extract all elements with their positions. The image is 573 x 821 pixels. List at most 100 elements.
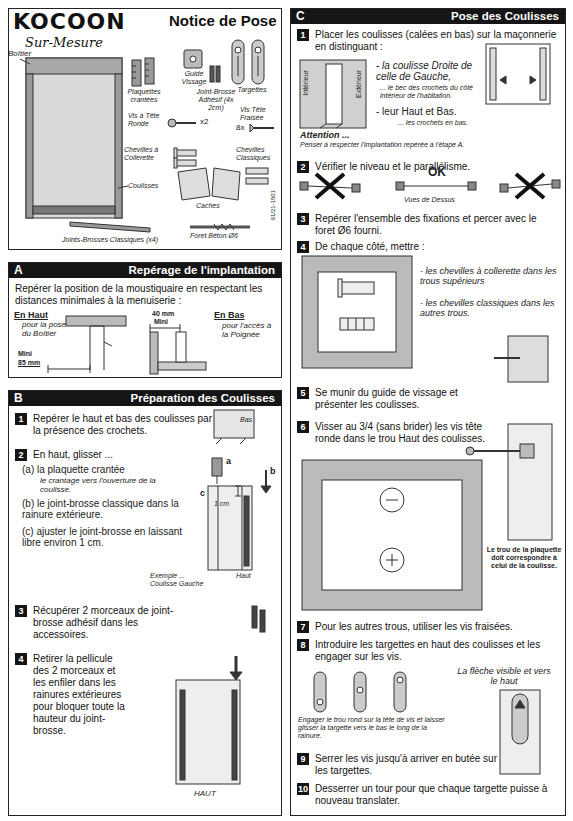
brand-name: KOCOON bbox=[13, 9, 126, 34]
step-number: 4 bbox=[15, 653, 27, 665]
step-number: 4 bbox=[297, 241, 309, 253]
section-header-band: B Préparation des Coulisses bbox=[9, 391, 281, 406]
annotation-label: - les chevilles à collerette dans les tr… bbox=[420, 266, 560, 286]
step-number: 3 bbox=[297, 213, 309, 225]
annotation-label: Mini bbox=[154, 318, 178, 326]
annotation-label: Targettes bbox=[232, 86, 272, 94]
section-letter: B bbox=[14, 391, 23, 406]
step-text: Introduire les targettes en haut des cou… bbox=[315, 639, 540, 662]
step-item: 1 Placer les coulisses (calées en bas) su… bbox=[297, 29, 559, 53]
step-text: Desserrer un tour pour que chaque target… bbox=[315, 783, 547, 806]
document-title: Notice de Pose bbox=[169, 12, 277, 29]
step-item: 2En haut, glisser ... bbox=[15, 449, 195, 461]
annotation-label: pour l'accès à la Poignée bbox=[222, 322, 274, 340]
section-header-band: C Pose des Coulisses bbox=[291, 9, 565, 24]
step-number: 1 bbox=[297, 29, 309, 41]
section-letter: C bbox=[296, 9, 305, 24]
vertical-label: Intérieur bbox=[302, 70, 310, 96]
step-number: 6 bbox=[297, 421, 309, 433]
section-header-band: A Repérage de l'implantation bbox=[9, 263, 281, 278]
step-text: De chaque côté, mettre : bbox=[315, 241, 425, 252]
step-item: 10Desserrer un tour pour que chaque targ… bbox=[297, 783, 559, 807]
section-title: Pose des Coulisses bbox=[451, 9, 559, 24]
annotation-label: Engager le trou rond sur la tête de vis … bbox=[298, 716, 448, 739]
annotation-label: La flèche visible et vers le haut bbox=[456, 666, 552, 686]
annotation-label: Vis à Tête Ronde bbox=[128, 112, 166, 128]
annotation-label: Caches bbox=[196, 202, 226, 210]
step-item: 5 Se munir du guide de vissage et présent… bbox=[297, 387, 467, 411]
annotation-label: Joint-Brosse Adhésif (4x 2cm) bbox=[196, 88, 236, 111]
step-text: Serrer les vis jusqu'à arriver en butée … bbox=[315, 753, 497, 776]
annotation-label: Joints-Brosses Classiques (x4) bbox=[62, 236, 172, 244]
annotation-label: 85 mm bbox=[18, 359, 48, 367]
step-number: 8 bbox=[297, 639, 309, 651]
annotation-label: a bbox=[226, 456, 236, 466]
annotation-label: x2 bbox=[200, 118, 214, 127]
annotation-label: 8x bbox=[236, 124, 250, 133]
step-item: 4 De chaque côté, mettre : bbox=[297, 241, 559, 253]
step-number: 2 bbox=[15, 449, 27, 461]
step-text: Récupérer 2 morceaux de joint-brosse adh… bbox=[33, 605, 173, 640]
section-title: Préparation des Coulisses bbox=[131, 391, 275, 406]
annotation-label: Plaquettes crantées bbox=[122, 88, 166, 104]
annotation-label: - leur Haut et Bas. bbox=[376, 106, 480, 117]
section-intro: Repérer la position de la moustiquaire e… bbox=[15, 283, 275, 307]
annotation-label: - les chevilles classiques dans les autr… bbox=[420, 298, 560, 318]
section-letter: A bbox=[14, 263, 23, 278]
annotation-label: c bbox=[200, 488, 210, 498]
vertical-label: 91/21-1501 bbox=[270, 190, 277, 220]
step-number: 1 bbox=[15, 413, 27, 425]
step-text: Se munir du guide de vissage et présente… bbox=[315, 387, 458, 410]
step-item: 9 Serrer les vis jusqu'à arriver en butée… bbox=[297, 753, 497, 777]
annotation-label: ... le bec des crochets du côté intérieu… bbox=[380, 84, 480, 100]
annotation-label: Boîtier bbox=[8, 50, 48, 59]
brand-subtitle: Sur-Mesure bbox=[25, 35, 103, 50]
annotation-label: Exemple ... Coulisse Gauche bbox=[150, 572, 206, 588]
step-text: Repérer le haut et bas des coulisses par… bbox=[33, 413, 212, 436]
step-text: Pour les autres trous, utiliser les vis … bbox=[315, 621, 513, 632]
annotation-label: Vues de Dessus bbox=[404, 196, 484, 204]
step-number: 5 bbox=[297, 387, 309, 399]
step-item: 4 Retirer la pellicule des 2 morceaux et … bbox=[15, 653, 127, 737]
annotation-label: Mini bbox=[18, 350, 42, 358]
step-number: 7 bbox=[297, 621, 309, 633]
step-text: Retirer la pellicule des 2 morceaux et l… bbox=[33, 653, 125, 736]
step-text: Visser au 3/4 (sans brider) les vis tête… bbox=[315, 421, 485, 444]
annotation-label: En Bas bbox=[214, 310, 254, 320]
annotation-label: Chevilles Classiques bbox=[236, 146, 280, 162]
step-text: Vérifier le niveau et le parallélisme. bbox=[315, 161, 470, 172]
annotation-label: Coulisses bbox=[128, 182, 168, 190]
annotation-label: Chevilles à Collerette bbox=[124, 146, 170, 162]
annotation-label: HAUT bbox=[194, 790, 224, 799]
step-item: 3 Repérer l'ensemble des fixations et per… bbox=[297, 213, 559, 237]
step-item: 3Récupérer 2 morceaux de joint-brosse ad… bbox=[15, 605, 185, 641]
step-text: Placer les coulisses (calées en bas) sur… bbox=[315, 29, 556, 52]
section-box: B Préparation des Coulisses 1 Repérer le ha… bbox=[8, 390, 282, 816]
step-item: 8 Introduire les targettes en haut des co… bbox=[297, 639, 559, 663]
annotation-label: OK bbox=[428, 166, 458, 179]
annotation-label: Penser à respecter l'implantation repéré… bbox=[300, 141, 560, 149]
annotation-label: b bbox=[270, 466, 280, 476]
annotation-label: - la coulisse Droite de celle de Gauche, bbox=[376, 60, 480, 82]
step-item: 1 Repérer le haut et bas des coulisses pa… bbox=[15, 413, 215, 437]
step-item: 6 Visser au 3/4 (sans brider) les vis têt… bbox=[297, 421, 497, 445]
annotation-label: (a) la plaquette crantée bbox=[22, 464, 172, 475]
annotation-label: (c) ajuster le joint-brosse en laissant … bbox=[22, 526, 187, 548]
annotation-label: pour la pose du Boîtier bbox=[22, 321, 68, 339]
annotation-label: 1 cm bbox=[214, 500, 236, 508]
annotation-label: le crantage vers l'ouverture de la couli… bbox=[40, 477, 170, 495]
step-number: 9 bbox=[297, 753, 309, 765]
section-title: Repérage de l'implantation bbox=[128, 263, 275, 278]
annotation-label: Haut bbox=[236, 572, 260, 580]
annotation-label: En Haut bbox=[14, 310, 54, 320]
annotation-label: 40 mm bbox=[152, 310, 182, 318]
annotation-label: ... les crochets en bas. bbox=[398, 119, 498, 127]
annotation-label: Vis Tête Fraisée bbox=[240, 106, 276, 122]
step-number: 2 bbox=[297, 161, 309, 173]
section-box: C Pose des Coulisses 1 Placer les coulisses… bbox=[290, 8, 566, 816]
step-item: 7 Pour les autres trous, utiliser les vis… bbox=[297, 621, 559, 633]
annotation-label: Le trou de la plaquette doit correspondr… bbox=[486, 546, 562, 569]
annotation-label: (b) le joint-brosse classique dans la ra… bbox=[22, 498, 187, 520]
step-text: Repérer l'ensemble des fixations et perc… bbox=[315, 213, 536, 236]
